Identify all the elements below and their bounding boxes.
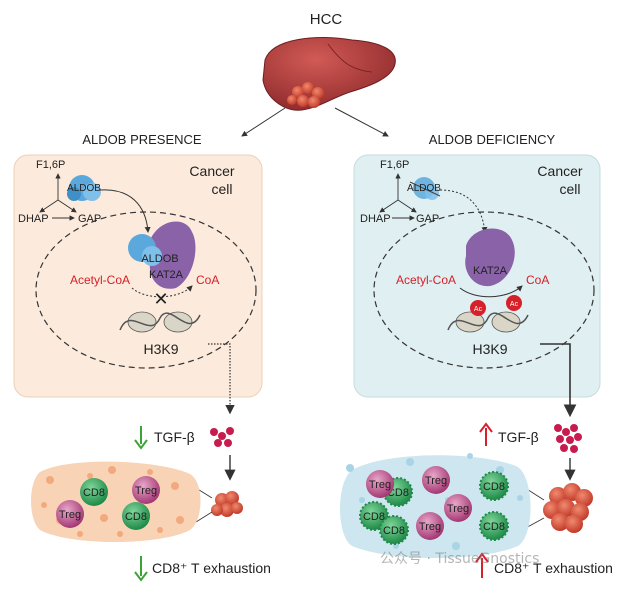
left-cell-label-1: Cancer: [189, 163, 234, 179]
left-dhap: DHAP: [18, 213, 49, 225]
right-treg-cell-2: [422, 466, 450, 494]
right-cell-label: Treg: [447, 503, 469, 515]
right-cell-label: CD8: [483, 521, 505, 533]
left-tgf-dots-icon: [210, 427, 234, 447]
left-gap: GAP: [78, 213, 101, 225]
left-complex-aldob: ALDOB: [141, 253, 178, 265]
right-aldob-label: ALDOB: [407, 183, 441, 194]
right-h3k9: H3K9: [472, 341, 507, 357]
right-kat2a-protein: [465, 228, 515, 287]
left-cell-label: CD8: [83, 487, 105, 499]
right-acetyl-arrow: [459, 285, 523, 298]
right-cd8-cell-4: [379, 515, 409, 545]
right-f16p: F1,6P: [380, 159, 409, 171]
left-tme: [31, 461, 201, 542]
right-kat2a-label: KAT2A: [473, 265, 508, 277]
left-h3k9: H3K9: [143, 341, 178, 357]
left-glycolysis-arrows: [39, 173, 77, 221]
right-treg-cell-1: [366, 470, 394, 498]
ac-label-1: Ac: [474, 306, 483, 313]
left-tumor-icon: [211, 491, 243, 517]
left-complex-kat2a: KAT2A: [149, 269, 184, 281]
left-tgf-label: TGF-β: [154, 429, 195, 445]
right-cell-label-1: Cancer: [537, 163, 582, 179]
right-acetyl-coa: Acetyl-CoA: [396, 273, 456, 287]
right-cd8-cell-3: [359, 501, 389, 531]
right-cell-label: Treg: [425, 475, 447, 487]
left-cell-panel: [13, 154, 263, 398]
left-acetyl-arrow: [131, 285, 193, 298]
right-nucleosome-icon: [447, 311, 529, 333]
right-exhaustion-label: CD8⁺ T exhaustion: [494, 560, 613, 576]
right-up-arrow-icon: [479, 422, 493, 446]
hcc-title: HCC: [310, 11, 343, 28]
right-cell-label: CD8: [483, 481, 505, 493]
right-tgf-label: TGF-β: [498, 429, 539, 445]
left-down-arrow-icon: [134, 426, 148, 450]
left-aldob-label: ALDOB: [67, 183, 101, 194]
left-cell-label-2: cell: [211, 181, 232, 197]
left-coa: CoA: [196, 273, 219, 287]
right-cd8-cell-2: [479, 471, 509, 501]
right-coa: CoA: [526, 273, 549, 287]
left-exhaustion-label: CD8⁺ T exhaustion: [152, 560, 271, 576]
right-aldob-protein: [409, 177, 441, 200]
right-tgf-dots-icon: [554, 424, 582, 453]
right-cell-label: CD8: [363, 511, 385, 523]
left-cd8-cell-2: [122, 502, 150, 530]
right-treg-cell-3: [444, 494, 472, 522]
liver-icon: [262, 36, 396, 111]
right-aldob-to-nucleus-arrow: [439, 189, 488, 233]
left-exhaustion-down-arrow-icon: [134, 556, 148, 582]
left-cd8-cell-1: [80, 478, 108, 506]
right-tumor-icon: [543, 483, 593, 533]
left-cell-label: CD8: [125, 511, 147, 523]
left-aldob-to-nucleus-arrow: [99, 189, 151, 233]
ac-label-2: Ac: [510, 301, 519, 308]
left-treg-cell-1: [132, 476, 160, 504]
left-tme-connector-2: [195, 511, 213, 523]
right-gap: GAP: [416, 213, 439, 225]
left-aldob-protein: [67, 175, 101, 201]
left-cell-label: Treg: [59, 509, 81, 521]
arrow-to-left: [241, 107, 286, 137]
right-treg-cell-4: [416, 512, 444, 540]
right-exhaustion-up-arrow-icon: [475, 552, 489, 578]
right-glycolysis-arrows: [379, 173, 417, 221]
right-cell-label-2: cell: [559, 181, 580, 197]
right-nucleus: [373, 211, 595, 369]
right-cell-label: Treg: [369, 479, 391, 491]
left-cell-label: Treg: [135, 485, 157, 497]
left-f16p: F1,6P: [36, 159, 65, 171]
watermark: 公众号 · TissueGnostics: [380, 551, 540, 567]
right-h3k9-to-tgf-arrow: [540, 343, 577, 418]
tumor-on-liver: [287, 82, 324, 108]
left-nucleus: [35, 211, 257, 369]
right-cell-label: CD8: [383, 525, 405, 537]
left-h3k9-to-tgf-arrow: [208, 343, 235, 415]
arrow-to-right: [334, 107, 389, 137]
left-nucleosome-icon: [119, 311, 201, 333]
acetyl-mark-icon: [470, 295, 522, 316]
left-acetyl-coa: Acetyl-CoA: [70, 273, 130, 287]
left-kat2a-complex: [128, 221, 196, 289]
right-heading: ALDOB DEFICIENCY: [429, 132, 556, 147]
right-dhap: DHAP: [360, 213, 391, 225]
right-cell-label: Treg: [419, 521, 441, 533]
left-block-x-icon: ✕: [153, 289, 168, 309]
left-treg-cell-2: [56, 500, 84, 528]
left-heading: ALDOB PRESENCE: [82, 132, 202, 147]
right-cd8-cell-5: [479, 511, 509, 541]
